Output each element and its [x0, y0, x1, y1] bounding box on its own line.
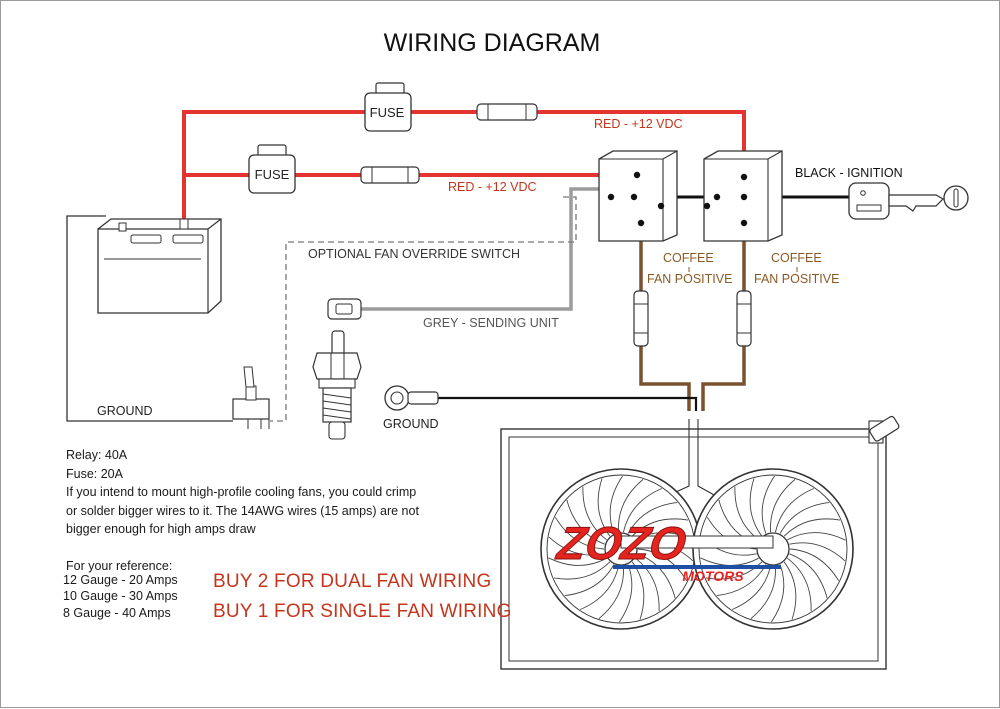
diagram-title: WIRING DIAGRAM — [384, 29, 601, 57]
ground-wire-left — [66, 215, 233, 422]
fan-blade — [789, 542, 846, 562]
fan-blade — [787, 532, 846, 541]
fan-blade — [761, 475, 775, 534]
logo-text: ZOZO — [552, 517, 689, 569]
label-coffee-left: COFFEE — [663, 251, 714, 265]
fan-right — [692, 468, 854, 630]
fan-blade — [774, 488, 814, 533]
fan-blade — [566, 499, 605, 545]
fan-blade — [631, 518, 689, 537]
fuse-box-mid: FUSE — [248, 144, 296, 194]
fan-blade — [548, 536, 605, 556]
fan-blade — [609, 475, 623, 534]
note-relay: Relay: 40A — [66, 448, 128, 462]
fuse-top-label: FUSE — [370, 105, 405, 120]
zozo-logo: ZOZO MOTORS — [552, 517, 781, 584]
fan-blade — [548, 557, 607, 566]
ignition-key-icon — [848, 182, 969, 220]
fan-blade — [732, 565, 772, 610]
logo-sub-text: MOTORS — [682, 568, 744, 584]
fan-blade — [580, 565, 620, 610]
promo-dual-fan: BUY 2 FOR DUAL FAN WIRING — [213, 571, 492, 592]
fan-blade — [597, 478, 611, 537]
label-red-top: RED - +12 VDC — [594, 117, 683, 131]
spec-notes: Relay: 40A Fuse: 20A If you intend to mo… — [66, 446, 486, 575]
relay-left — [598, 150, 678, 242]
relay-right — [703, 150, 783, 242]
fan-left — [540, 468, 702, 630]
fan-blade — [635, 557, 660, 612]
battery — [97, 218, 222, 314]
label-ground-left: GROUND — [97, 404, 153, 418]
coffee-wire-left-lower — [639, 346, 691, 411]
fan-blade — [618, 479, 644, 533]
fan-blade — [789, 548, 840, 582]
gauge-row-8: 8 Gauge - 40 Amps — [63, 606, 171, 620]
note-advice-2: or solder bigger wires to it. The 14AWG … — [66, 503, 419, 518]
fan-blade — [554, 516, 605, 550]
red-wire-top — [182, 110, 371, 223]
fan-blade — [749, 478, 763, 537]
override-dashed-wire — [270, 196, 577, 422]
gauge-row-12: 12 Gauge - 20 Amps — [63, 573, 178, 587]
note-reference: For your reference: — [66, 558, 173, 573]
coffee-connector-left — [633, 290, 649, 347]
note-advice-3: bigger enough for high amps draw — [66, 522, 256, 536]
fan-blade — [787, 557, 812, 612]
temperature-sensor — [312, 330, 362, 440]
ground-ring-terminal — [384, 385, 439, 411]
label-coffee-left-sub: FAN POSITIVE — [647, 272, 732, 286]
battery-terminal-neg — [118, 222, 127, 232]
override-toggle-switch — [232, 366, 270, 429]
fuse-box-top: FUSE — [364, 82, 412, 132]
fuse-mid-label: FUSE — [255, 167, 290, 182]
fan-blade — [771, 564, 785, 623]
fan-blade — [637, 548, 688, 582]
label-black-ignition: BLACK - IGNITION — [795, 166, 903, 180]
fan-blade — [582, 486, 607, 541]
promo-single-fan: BUY 1 FOR SINGLE FAN WIRING — [213, 601, 512, 622]
label-ground-right: GROUND — [383, 417, 439, 431]
fan-blade — [627, 501, 678, 534]
coffee-connector-right — [736, 290, 752, 347]
fan-blade — [622, 488, 662, 533]
fan-blade — [779, 501, 830, 534]
fan-blade — [783, 518, 841, 537]
fan-blade — [564, 564, 615, 597]
fan-blade — [619, 564, 633, 623]
fuse-holder-top — [476, 103, 538, 121]
note-advice-1: If you intend to mount high-profile cool… — [66, 485, 417, 499]
label-sending-unit: GREY - SENDING UNIT — [423, 316, 559, 330]
sending-unit-connector — [327, 298, 362, 320]
radiator-with-fans: ZOZO MOTORS — [500, 415, 900, 670]
label-coffee-right: COFFEE — [771, 251, 822, 265]
fan-blade — [750, 565, 776, 619]
fuse-holder-mid — [360, 166, 420, 184]
fan-blade — [783, 561, 797, 620]
coffee-wire-right-lower — [701, 346, 746, 411]
battery-terminal-pos — [179, 218, 189, 230]
label-coffee-right-sub: FAN POSITIVE — [754, 272, 839, 286]
gauge-row-10: 10 Gauge - 30 Amps — [63, 589, 178, 603]
fan-blade — [770, 479, 796, 533]
fan-blade — [789, 553, 828, 599]
note-fuse: Fuse: 20A — [66, 466, 123, 481]
ground-wire-ring — [406, 396, 698, 411]
fan-blade — [637, 553, 676, 599]
label-red-mid: RED - +12 VDC — [448, 180, 537, 194]
fan-blade — [553, 561, 611, 580]
label-override-switch: OPTIONAL FAN OVERRIDE SWITCH — [308, 247, 520, 261]
fan-blade — [598, 565, 624, 619]
